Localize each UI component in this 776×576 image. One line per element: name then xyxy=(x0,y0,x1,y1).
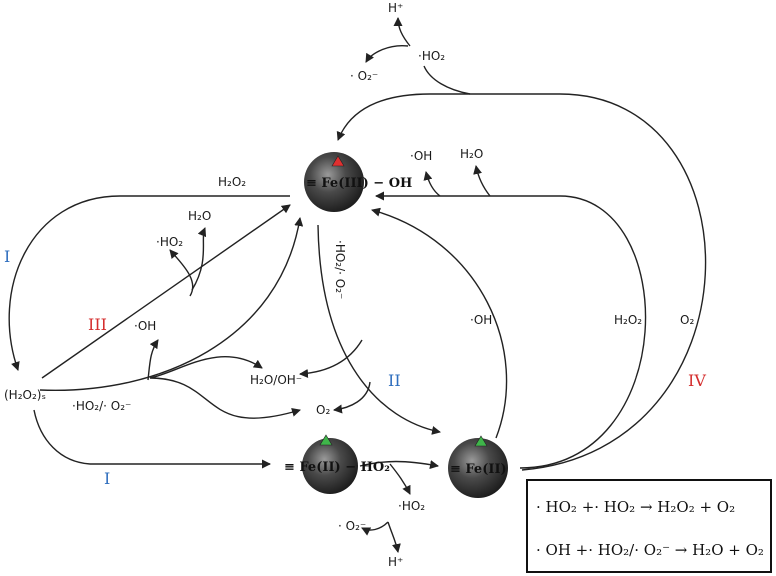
oh-right-label: ·OH xyxy=(410,149,432,163)
arrow-ho2-release xyxy=(169,249,194,297)
arrow-oh-release xyxy=(147,339,159,381)
arrow-to-o2 xyxy=(149,377,301,419)
arrow-to-o2-2 xyxy=(333,381,371,414)
stage-iii-label: III xyxy=(88,315,107,334)
o2-top-label: · O₂⁻ xyxy=(350,69,378,83)
arrow-h2o-right-release xyxy=(473,165,491,197)
ho2-o2-left-label: ·HO₂/· O₂⁻ xyxy=(72,399,131,413)
fe2-ho2-particle xyxy=(302,438,358,494)
arrow-surface-to-fe3 xyxy=(39,217,304,391)
arrow-stage-iii xyxy=(41,204,291,379)
arrow-ho2-bottom-release xyxy=(389,463,411,495)
ho2-bottom-label: ·HO₂ xyxy=(398,499,425,513)
h2o-left-label: H₂O xyxy=(188,209,211,223)
arrow-to-h2o-oh xyxy=(149,356,263,379)
h-plus-top-label: H⁺ xyxy=(388,1,403,15)
arrow-h-plus-bottom xyxy=(387,521,401,553)
fe2-marker-icon xyxy=(474,435,488,447)
arrow-lower-curve xyxy=(33,409,91,465)
equation-2: · OH +· HO₂/· O₂⁻ → H₂O + O₂ xyxy=(536,541,764,559)
stage-i-lower-label: I xyxy=(104,469,110,488)
h2o2-right-label: H₂O₂ xyxy=(614,313,642,327)
stage-iv-label: IV xyxy=(688,371,706,390)
arrow-o2-top xyxy=(365,45,409,63)
arrow-top-ho2-feed xyxy=(423,65,471,95)
o2-bottom-label: · O₂⁻ xyxy=(338,519,366,533)
o2-right-label: O₂ xyxy=(680,313,694,327)
arrow-fe3-to-surface xyxy=(8,195,290,371)
h-plus-bottom-label: H⁺ xyxy=(388,555,403,569)
stage-ii-label: II xyxy=(388,371,401,390)
fe2-site-label: ≡ Fe(II) xyxy=(450,462,507,477)
h2o-oh-label: H₂O/OH⁻ xyxy=(250,373,302,387)
oh-mid-label: ·OH xyxy=(134,319,156,333)
arrow-fe2-ho2-to-fe2 xyxy=(359,460,439,469)
fe3-site-label: ≡ Fe(III) − OH xyxy=(306,176,412,191)
arrow-h2o-release xyxy=(191,227,207,291)
ho2-o2-vertical-label: ·HO₂/· O₂⁻ xyxy=(333,240,347,299)
fe2-ho2-site-label: ≡ Fe(II) − HO₂ xyxy=(284,460,390,475)
arrow-h-plus-top xyxy=(393,17,411,47)
equation-box xyxy=(526,479,772,573)
oh-return-label: ·OH xyxy=(470,313,492,327)
equation-1: · HO₂ +· HO₂ → H₂O₂ + O₂ xyxy=(536,498,735,516)
arrow-stage-iv xyxy=(336,93,707,471)
surface-h2o2-label: (H₂O₂)ₛ xyxy=(4,388,46,402)
fe3-particle xyxy=(304,152,364,212)
arrow-oh-right-release xyxy=(423,171,441,197)
ho2-left-label: ·HO₂ xyxy=(156,235,183,249)
arrow-o2-bottom xyxy=(361,521,389,536)
o2-mid-label: O₂ xyxy=(316,403,330,417)
arrow-h2o2-right-loop xyxy=(375,191,647,469)
fe2-ho2-marker-icon xyxy=(319,434,333,446)
h2o2-top-label: H₂O₂ xyxy=(218,175,246,189)
arrow-stage-ii xyxy=(317,224,441,435)
ho2-top-label: ·HO₂ xyxy=(418,49,445,63)
arrow-to-h2o-oh-2 xyxy=(299,339,363,378)
stage-i-upper-label: I xyxy=(4,247,10,266)
h2o-right-label: H₂O xyxy=(460,147,483,161)
arrow-oh-return xyxy=(371,207,508,439)
fe2-particle xyxy=(448,438,508,498)
fe3-marker-icon xyxy=(331,155,345,167)
